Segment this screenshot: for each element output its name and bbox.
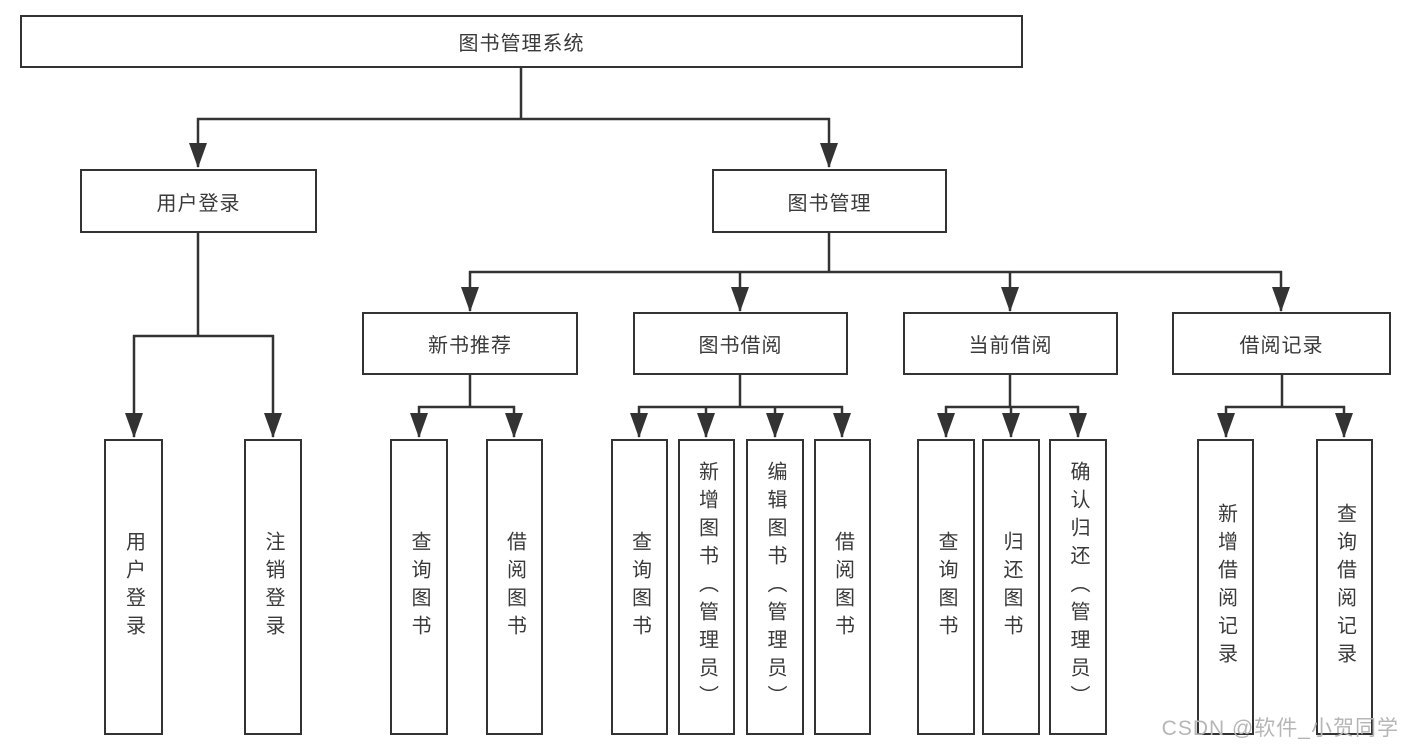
node-book-borrow: 图书借阅 bbox=[633, 312, 848, 375]
leaf-query-books-borrow: 查询图书 bbox=[611, 439, 668, 735]
leaf-borrow-books: 借阅图书 bbox=[814, 439, 871, 735]
leaf-return-book: 归还图书 bbox=[982, 439, 1040, 735]
leaf-borrow-books-recommend: 借阅图书 bbox=[486, 439, 543, 735]
node-borrow-record: 借阅记录 bbox=[1172, 312, 1391, 375]
leaf-logout: 注销登录 bbox=[244, 439, 302, 735]
node-current-borrow: 当前借阅 bbox=[903, 312, 1118, 375]
node-library-system: 图书管理系统 bbox=[20, 15, 1023, 68]
leaf-query-borrow-record: 查询借阅记录 bbox=[1316, 439, 1373, 735]
leaf-confirm-return-admin: 确认归还（管理员） bbox=[1049, 439, 1107, 735]
watermark: CSDN @软件_小贺同学 bbox=[1161, 717, 1399, 740]
node-book-management: 图书管理 bbox=[712, 169, 947, 233]
node-user-login: 用户登录 bbox=[80, 169, 317, 233]
leaf-query-books-recommend: 查询图书 bbox=[390, 439, 448, 735]
leaf-user-login: 用户登录 bbox=[104, 439, 163, 735]
node-new-book-recommend: 新书推荐 bbox=[362, 312, 578, 375]
leaf-add-borrow-record: 新增借阅记录 bbox=[1197, 439, 1254, 735]
leaf-query-books-current: 查询图书 bbox=[917, 439, 975, 735]
leaf-edit-book-admin: 编辑图书（管理员） bbox=[746, 439, 804, 735]
leaf-add-book-admin: 新增图书（管理员） bbox=[678, 439, 735, 735]
